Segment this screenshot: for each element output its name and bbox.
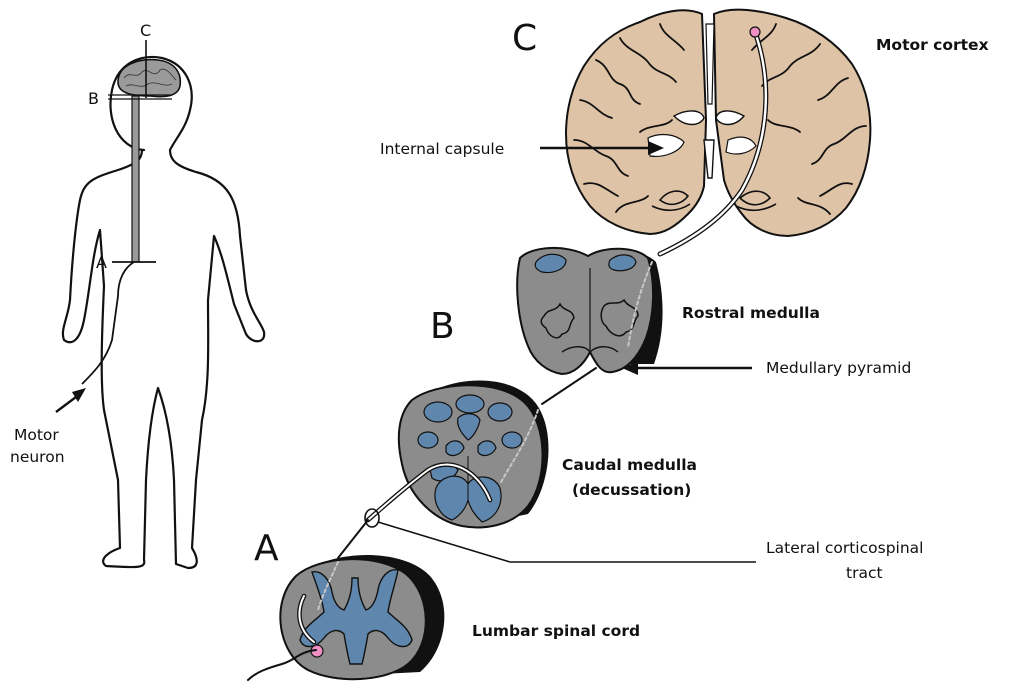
rostral-medulla-section	[517, 248, 662, 374]
caudal-medulla-label-line1: Caudal medulla	[562, 456, 697, 474]
brain-right-hemisphere	[714, 10, 870, 236]
internal-capsule-label: Internal capsule	[380, 140, 504, 158]
body-brain	[118, 60, 180, 97]
rostral-medulla-label: Rostral medulla	[682, 304, 820, 322]
coronal-brain-section	[566, 10, 870, 236]
lateral-cst-label-line1: Lateral corticospinal	[766, 539, 923, 557]
body-level-a: A	[96, 253, 107, 272]
motor-neuron-label-line2: neuron	[10, 448, 65, 466]
caudal-medulla-label-line2: (decussation)	[572, 481, 691, 499]
body-spinal-cord	[132, 96, 139, 262]
body-level-c: C	[140, 21, 151, 40]
motor-cortex-label: Motor cortex	[876, 36, 989, 54]
body-level-b: B	[88, 89, 99, 108]
lumbar-spinal-cord-label: Lumbar spinal cord	[472, 622, 640, 640]
motor-neuron-label-line1: Motor	[14, 426, 59, 444]
lumbar-spinal-cord-section	[280, 555, 444, 679]
section-letter-b: B	[430, 306, 455, 347]
section-letter-c: C	[512, 18, 537, 59]
section-letter-a: A	[254, 528, 279, 569]
caudal-medulla-nucleus	[424, 402, 452, 422]
medullary-pyramid-label: Medullary pyramid	[766, 359, 911, 377]
caudal-medulla-section	[399, 380, 549, 527]
cortex-neuron-soma	[750, 27, 760, 37]
third-ventricle	[704, 140, 714, 178]
lateral-cst-label-line2: tract	[846, 564, 883, 582]
body-figure: C B A Motor neuron	[10, 21, 264, 568]
body-outline	[63, 57, 264, 568]
